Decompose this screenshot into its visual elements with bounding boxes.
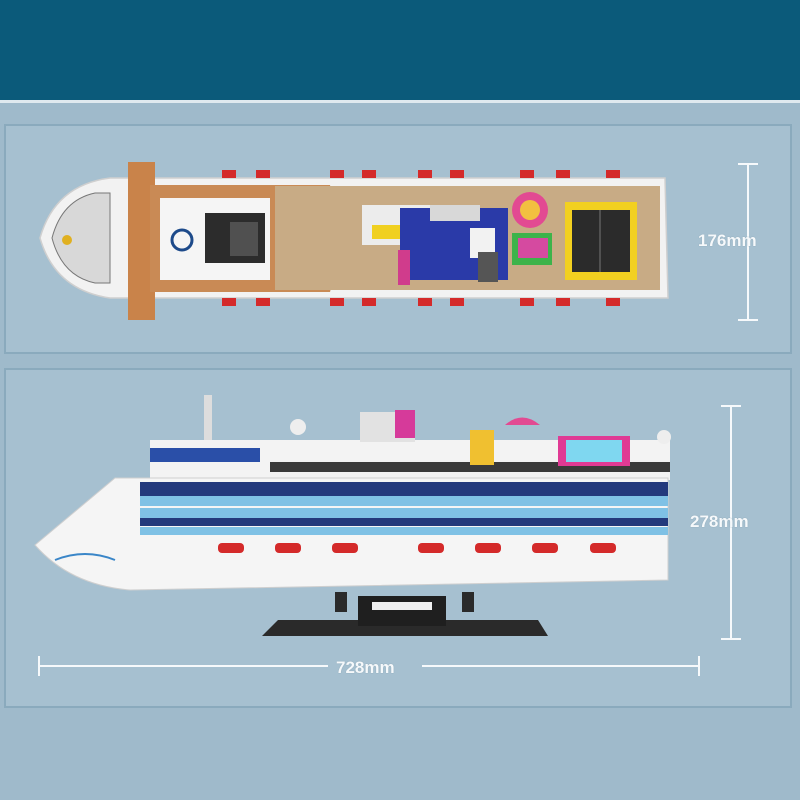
- header-band: [0, 0, 800, 100]
- height-dimension-cap-top: [721, 405, 741, 407]
- width-dimension-cap-bottom: [738, 319, 758, 321]
- height-dimension-cap-bottom: [721, 638, 741, 640]
- header-divider: [0, 100, 800, 103]
- ship-top-view: [39, 162, 669, 320]
- length-dimension-label: 728mm: [336, 658, 395, 677]
- length-dimension-line-left: [38, 665, 328, 667]
- length-dimension-line-right: [422, 665, 700, 667]
- length-dimension-cap-left: [38, 656, 40, 676]
- length-dimension-cap-right: [698, 656, 700, 676]
- width-dimension-line: [747, 163, 749, 321]
- height-dimension-label: 278mm: [690, 512, 749, 531]
- ship-side-view: [34, 395, 671, 636]
- width-dimension-cap-top: [738, 163, 758, 165]
- width-dimension-label: 176mm: [698, 231, 757, 250]
- height-dimension-line: [730, 405, 732, 640]
